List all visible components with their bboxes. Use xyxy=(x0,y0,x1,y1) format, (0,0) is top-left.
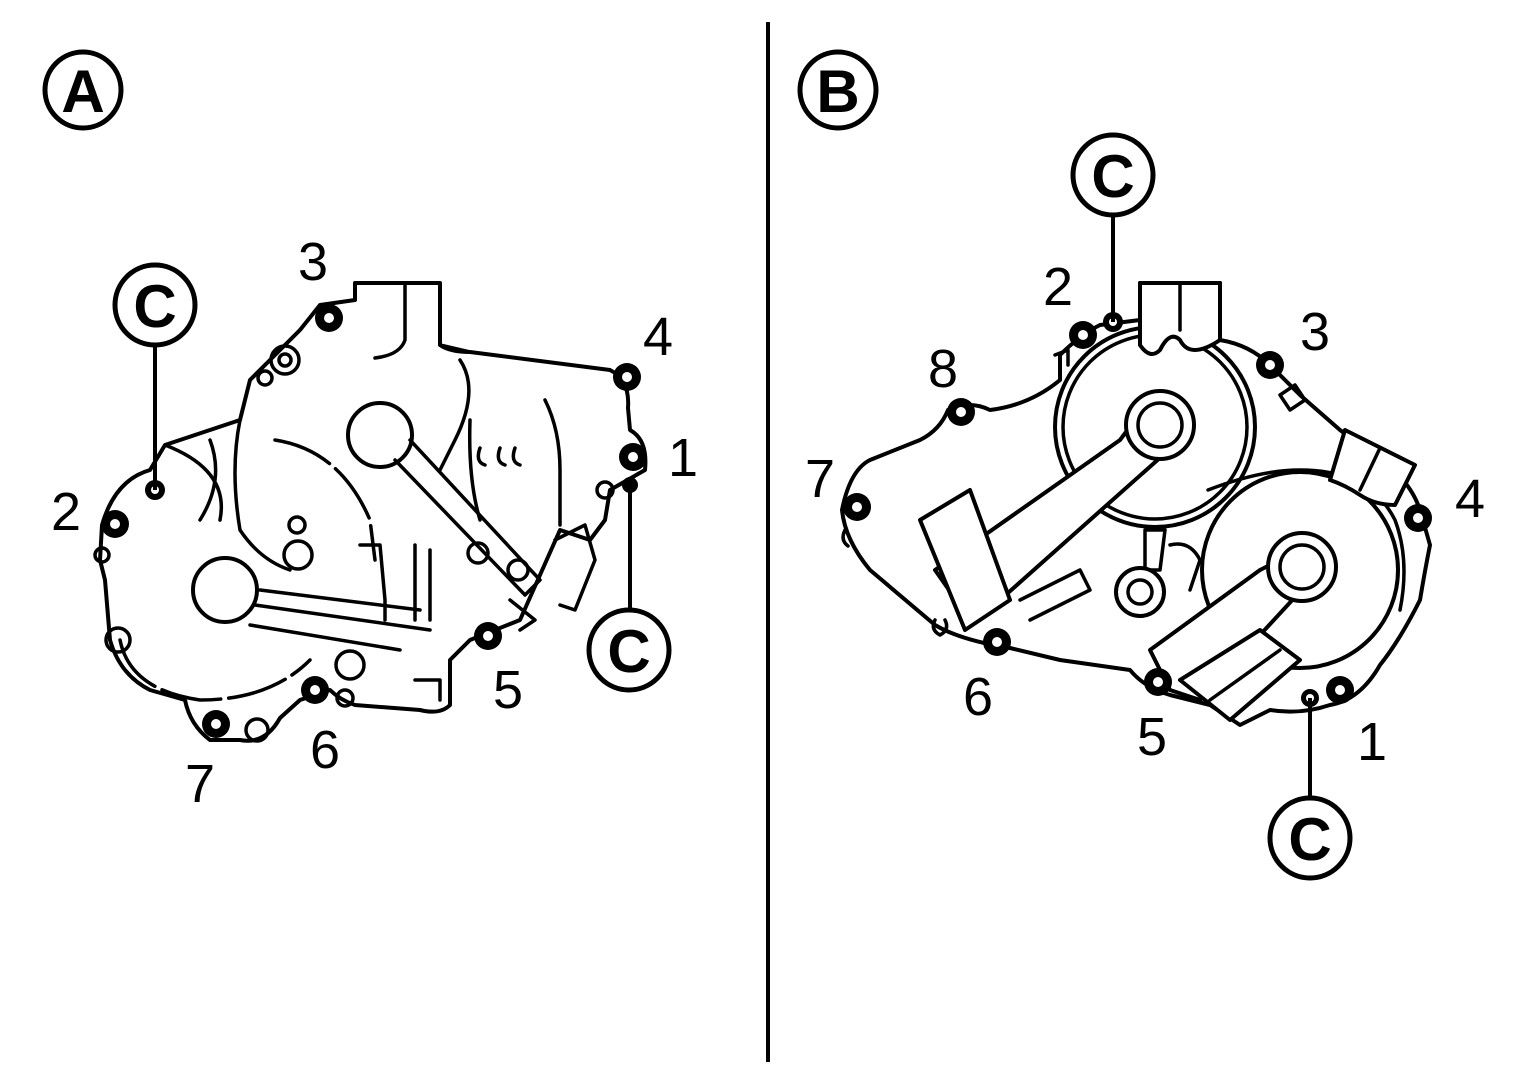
bolt-a2-number: 2 xyxy=(51,482,81,542)
bolt-a7-number: 7 xyxy=(185,754,215,814)
bolt-b5-number: 5 xyxy=(1137,707,1167,767)
panel-a-callout-c-left: C xyxy=(112,262,198,348)
panel-b-callout-c-top: C xyxy=(1070,132,1156,218)
bolt-b2-number: 2 xyxy=(1043,257,1073,317)
svg-text:C: C xyxy=(133,273,176,340)
bolt-a1-number: 1 xyxy=(668,428,698,488)
panel-a: A xyxy=(42,49,698,814)
panel-a-crankcase-outline xyxy=(98,281,648,743)
panel-a-callout-c-right: C xyxy=(586,607,672,693)
bolt-a6-number: 6 xyxy=(310,720,340,780)
panel-b-callout-c-bottom: C xyxy=(1267,795,1353,881)
svg-text:C: C xyxy=(1091,143,1134,210)
svg-text:B: B xyxy=(816,58,859,125)
bolt-a4-number: 4 xyxy=(643,307,673,367)
bolt-b3-number: 3 xyxy=(1300,302,1330,362)
svg-text:A: A xyxy=(61,58,104,125)
bolt-a5-number: 5 xyxy=(493,660,523,720)
bolt-b6-number: 6 xyxy=(963,667,993,727)
bolt-b1-number: 1 xyxy=(1357,712,1387,772)
svg-text:C: C xyxy=(1288,806,1331,873)
bolt-a3-number: 3 xyxy=(298,232,328,292)
bolt-b7-number: 7 xyxy=(805,449,835,509)
panel-b: B xyxy=(797,49,1485,881)
bolt-b4-number: 4 xyxy=(1455,469,1485,529)
svg-text:C: C xyxy=(607,618,650,685)
panel-a-badge: A xyxy=(42,49,124,131)
bolt-b8-number: 8 xyxy=(928,339,958,399)
panel-b-badge: B xyxy=(797,49,879,131)
